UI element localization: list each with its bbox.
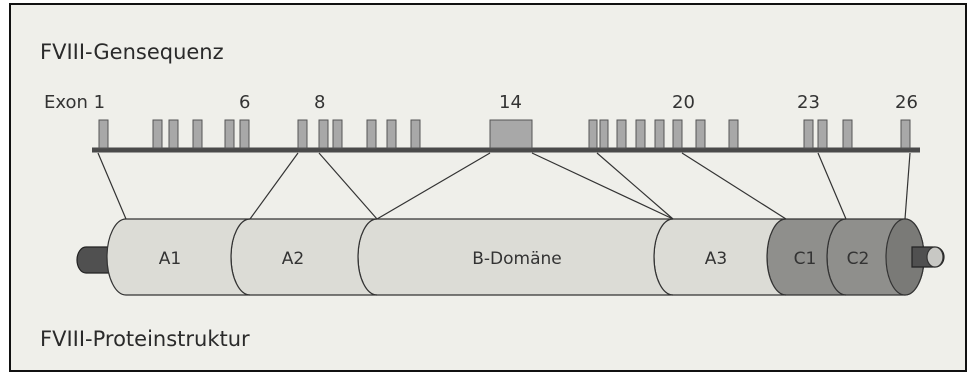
connector-line	[596, 152, 674, 220]
exon-box	[410, 119, 421, 149]
figure-frame	[9, 3, 967, 372]
connector-line	[904, 152, 911, 220]
connector-line	[817, 152, 847, 220]
exon-box	[297, 119, 308, 149]
domain-label-c2: C2	[847, 249, 870, 269]
exon-label-8: 8	[314, 92, 326, 113]
exon-box	[224, 119, 235, 149]
domain-label-a3: A3	[705, 249, 727, 269]
domain-label-a1: A1	[159, 249, 181, 269]
domain-label-c1: C1	[794, 249, 817, 269]
exon-box	[588, 119, 598, 149]
connector-line	[318, 152, 378, 220]
exon-box	[728, 119, 739, 149]
exon-box	[900, 119, 911, 149]
connector-line	[681, 152, 787, 220]
exon-box	[98, 119, 109, 149]
exon-label-14: 14	[499, 92, 522, 113]
exon-box	[672, 119, 683, 149]
connector-line	[249, 152, 299, 220]
exon-box	[635, 119, 646, 149]
exon-box	[599, 119, 609, 149]
exon-label-20: 20	[672, 92, 695, 113]
connector-line	[97, 152, 127, 220]
protein-structure-title: FVIII-Proteinstruktur	[40, 327, 250, 351]
exon-box	[817, 119, 828, 149]
connector-line	[531, 152, 674, 220]
connector-line	[376, 152, 491, 220]
exon-box	[803, 119, 814, 149]
exon-box	[654, 119, 665, 149]
exon-box	[386, 119, 397, 149]
exon-box	[366, 119, 377, 149]
exon-box	[616, 119, 627, 149]
exon-box	[192, 119, 203, 149]
gene-sequence-title: FVIII-Gensequenz	[40, 40, 224, 64]
exon-box	[152, 119, 163, 149]
domain-a1	[106, 218, 251, 296]
exon-box	[168, 119, 179, 149]
exon-label-23: 23	[797, 92, 820, 113]
exon-box	[239, 119, 250, 149]
exon-box	[318, 119, 329, 149]
exon-box	[332, 119, 343, 149]
exon-label-1: Exon 1	[44, 92, 106, 113]
exon-box	[842, 119, 853, 149]
domain-label-a2: A2	[282, 249, 304, 269]
exon-label-6: 6	[239, 92, 251, 113]
c-terminus-cap	[926, 246, 944, 268]
exon-box	[695, 119, 706, 149]
exon-box-14	[489, 119, 533, 149]
exon-label-26: 26	[895, 92, 918, 113]
domain-label-b: B-Domäne	[472, 249, 562, 269]
